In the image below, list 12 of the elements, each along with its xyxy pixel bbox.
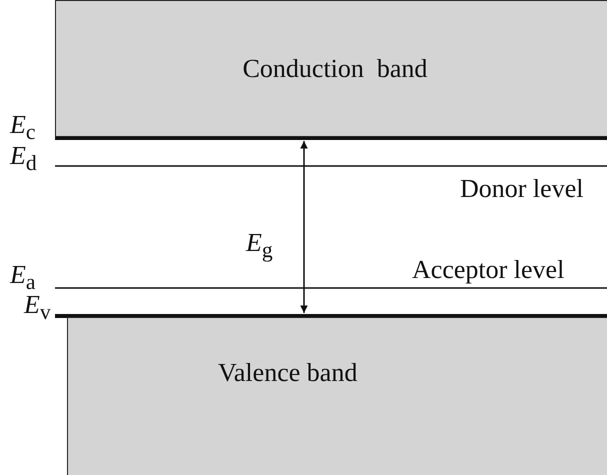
band-label: Conduction band [242, 54, 428, 84]
double-arrow [300, 141, 308, 313]
valence-band-box [67, 317, 607, 475]
energy-symbol: E$_{v}$ [24, 292, 51, 324]
level-label: Donor level [460, 176, 584, 202]
conduction-band-box [55, 0, 607, 137]
energy-symbol: E$_{d}$ [10, 143, 37, 175]
energy-symbol: E$_{c}$ [10, 112, 36, 144]
band-label: Valence band [218, 358, 358, 388]
energy-symbol: E$_{a}$ [10, 262, 36, 294]
level-label: Acceptor level [412, 257, 564, 283]
edge-label: E$_{g}$ [246, 230, 273, 262]
